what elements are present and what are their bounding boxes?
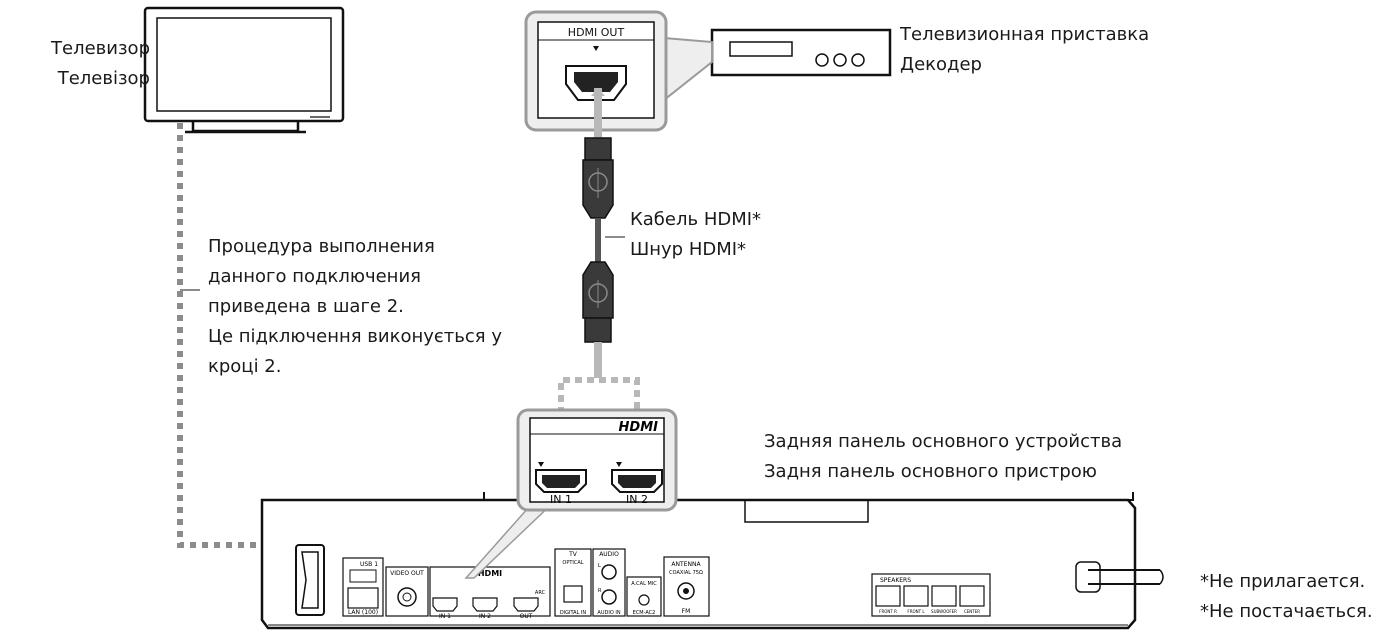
tv-label-uk: Телевізор	[57, 68, 150, 89]
usb-label: USB 1	[360, 561, 378, 568]
procedure-line-2: данного подключения	[208, 266, 421, 287]
in2-label: IN 2	[626, 493, 648, 506]
cable-label-uk: Шнур HDMI*	[630, 239, 747, 260]
not-supplied-note: *Не прилагается. *Не постачається.	[1200, 567, 1373, 627]
in1-label: IN 1	[550, 493, 572, 506]
video-out-label: VIDEO OUT	[390, 570, 424, 577]
panel-out-label: OUT	[520, 613, 533, 620]
panel-arc-label: ARC	[535, 590, 546, 596]
panel-in1-label: IN 1	[439, 613, 451, 620]
panel-in2-label: IN 2	[479, 613, 491, 620]
note-ru: *Не прилагается.	[1200, 571, 1366, 592]
hdmi-in-callout: HDMI IN 1 IN 2	[464, 408, 678, 579]
center-label: CENTER	[964, 609, 980, 614]
front-l-label: FRONT L	[907, 609, 925, 614]
coaxial-label: COAXIAL 75Ω	[669, 570, 703, 576]
procedure-line-5: кроці 2.	[208, 356, 282, 377]
speakers-label: SPEAKERS	[880, 577, 911, 584]
tv-label-ru: Телевизор	[51, 38, 150, 59]
note-uk: *Не постачається.	[1200, 601, 1373, 622]
audio-label: AUDIO	[599, 551, 619, 558]
procedure-note: Процедура выполнения данного подключения…	[208, 232, 502, 382]
acal-mic-label: A.CAL MIC	[631, 581, 657, 587]
cable-label-ru: Кабель HDMI*	[630, 209, 762, 230]
in1-arrow-icon	[538, 462, 544, 467]
subwoofer-label: SUBWOOFER	[931, 609, 957, 614]
audio-l-label: L	[598, 563, 601, 569]
rear-panel-label: Задняя панель основного устройства Задня…	[764, 427, 1122, 487]
stb-label-uk: Декодер	[900, 54, 982, 75]
lan-label: LAN (100)	[348, 609, 378, 616]
hdmi-panel-logo: HDMI	[478, 569, 502, 578]
ecm-label: ECM-AC2	[633, 610, 656, 616]
optical-label: OPTICAL	[562, 560, 583, 566]
procedure-line-4: Це підключення виконується у	[208, 326, 502, 347]
tv-icon	[143, 6, 345, 134]
set-top-box-label: Телевизионная приставка Декодер	[900, 20, 1149, 80]
hdmi-out-callout: HDMI OUT	[524, 10, 713, 132]
hdmi-out-arrow-icon	[593, 46, 599, 51]
procedure-line-1: Процедура выполнения	[208, 236, 435, 257]
rear-label-ru: Задняя панель основного устройства	[764, 431, 1123, 452]
hdmi-out-label: HDMI OUT	[568, 26, 625, 39]
audio-in-label: AUDIO IN	[597, 610, 620, 616]
hdmi-cable-icon	[582, 88, 625, 378]
digital-in-label: DIGITAL IN	[560, 610, 587, 616]
tv-connection-dotted-line	[177, 123, 262, 548]
tv-port-label: TV	[568, 551, 578, 558]
rear-label-uk: Задня панель основного пристрою	[764, 461, 1097, 482]
procedure-line-3: приведена в шаге 2.	[208, 296, 404, 317]
fm-label: FM	[682, 608, 691, 615]
main-unit-rear-panel: USB 1 LAN (100) VIDEO OUT HDMI IN 1 IN 2…	[260, 492, 1164, 630]
set-top-box-icon	[710, 28, 892, 77]
audio-r-label: R	[598, 588, 602, 594]
hdmi-logo: HDMI	[619, 420, 659, 435]
stb-label-ru: Телевизионная приставка	[900, 24, 1150, 45]
front-r-label: FRONT R	[879, 609, 897, 614]
in2-arrow-icon	[616, 462, 622, 467]
antenna-label: ANTENNA	[671, 561, 701, 568]
cable-label: Кабель HDMI* Шнур HDMI*	[630, 205, 761, 265]
tv-label: Телевизор Телевізор	[22, 34, 150, 94]
